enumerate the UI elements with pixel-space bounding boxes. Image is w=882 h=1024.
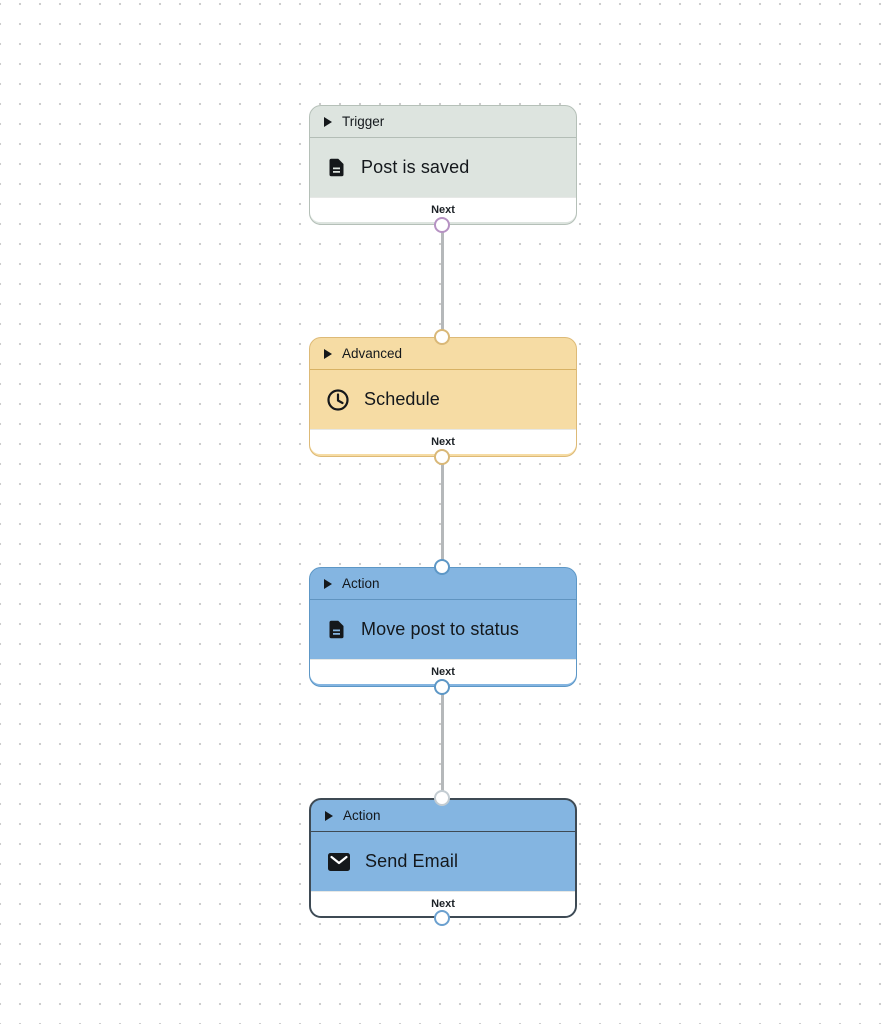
output-handle[interactable]	[434, 910, 450, 926]
node-category-label: Advanced	[342, 346, 403, 361]
input-handle[interactable]	[434, 559, 450, 575]
node-title: Schedule	[364, 389, 440, 409]
next-outlet-label: Next	[431, 436, 455, 448]
node-header[interactable]: Trigger	[310, 106, 576, 138]
workflow-node-action-move-post[interactable]: Action Move post to status Next	[309, 567, 577, 687]
node-header[interactable]: Action	[310, 568, 576, 600]
workflow-node-trigger[interactable]: Trigger Post is saved Next	[309, 105, 577, 225]
next-outlet-label: Next	[431, 204, 455, 216]
node-header[interactable]: Advanced	[310, 338, 576, 370]
node-title: Send Email	[365, 851, 459, 871]
expand-triangle-icon[interactable]	[325, 810, 333, 821]
edge-connector[interactable]	[441, 225, 444, 337]
expand-triangle-icon[interactable]	[324, 116, 332, 127]
node-body[interactable]: Schedule	[310, 370, 576, 429]
node-body[interactable]: Move post to status	[310, 600, 576, 659]
mail-icon	[327, 852, 351, 872]
node-category-label: Action	[343, 808, 381, 823]
clock-icon	[326, 388, 350, 412]
node-body[interactable]: Send Email	[311, 832, 575, 891]
output-handle[interactable]	[434, 679, 450, 695]
node-footer: Next	[310, 429, 576, 454]
workflow-node-action-send-email[interactable]: Action Send Email Next	[309, 798, 577, 918]
node-category-label: Trigger	[342, 114, 385, 129]
input-handle[interactable]	[434, 790, 450, 806]
node-title: Post is saved	[361, 157, 470, 177]
output-handle[interactable]	[434, 449, 450, 465]
node-title: Move post to status	[361, 619, 519, 639]
expand-triangle-icon[interactable]	[324, 578, 332, 589]
workflow-node-advanced[interactable]: Advanced Schedule Next	[309, 337, 577, 457]
node-body[interactable]: Post is saved	[310, 138, 576, 197]
document-icon	[326, 156, 347, 179]
document-icon	[326, 618, 347, 641]
node-header[interactable]: Action	[311, 800, 575, 832]
input-handle[interactable]	[434, 329, 450, 345]
next-outlet-label: Next	[431, 898, 455, 910]
output-handle[interactable]	[434, 217, 450, 233]
node-category-label: Action	[342, 576, 380, 591]
next-outlet-label: Next	[431, 666, 455, 678]
edge-connector[interactable]	[441, 687, 444, 798]
expand-triangle-icon[interactable]	[324, 348, 332, 359]
edge-connector[interactable]	[441, 457, 444, 567]
